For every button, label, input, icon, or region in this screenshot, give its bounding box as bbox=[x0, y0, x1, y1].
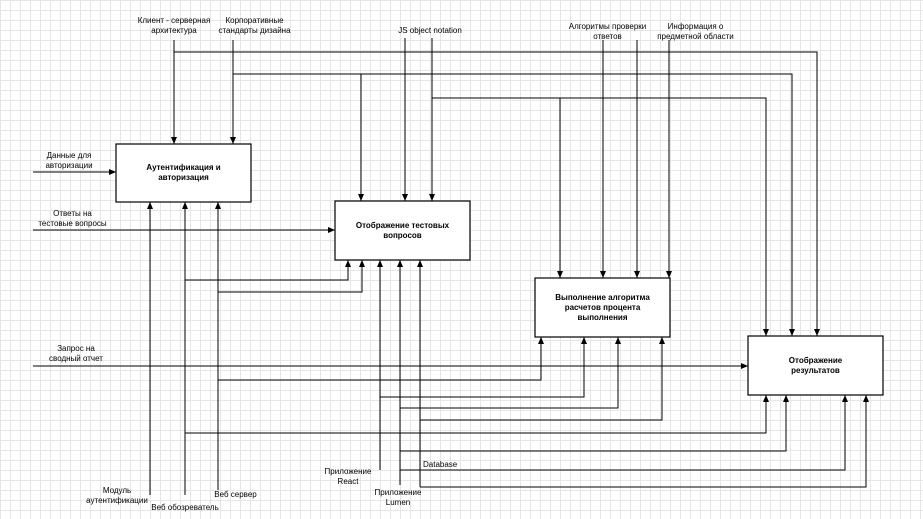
arrow-database-to-algo bbox=[420, 337, 665, 421]
label-browser: Веб обозреватель bbox=[151, 503, 219, 512]
arrow-lumen-to-results bbox=[400, 395, 789, 452]
tests-block[interactable] bbox=[334, 200, 471, 261]
arrow-lumen-to-algo bbox=[400, 337, 621, 409]
tests-block-title: Отображение тестовых вопросов bbox=[355, 220, 450, 240]
arrow-client-server-to-results bbox=[174, 51, 820, 336]
label-corp-design: Корпоративные стандарты дизайна bbox=[218, 16, 291, 35]
arrow-browser-to-tests bbox=[185, 260, 351, 281]
arrow-react-to-algo bbox=[380, 337, 587, 398]
arrow-json-to-results bbox=[432, 97, 769, 336]
label-check-algos: Алгоритмы проверки ответов bbox=[568, 22, 647, 41]
auth-block[interactable] bbox=[115, 143, 252, 203]
arrow-web-server-to-algo bbox=[218, 337, 544, 381]
label-database: Database bbox=[423, 460, 458, 469]
label-json: JS object notation bbox=[398, 26, 462, 35]
label-auth-data: Данные для авторизации bbox=[45, 151, 93, 170]
label-lumen-app: Приложение Lumen bbox=[374, 488, 422, 507]
arrow-browser-to-results bbox=[185, 395, 769, 434]
auth-block-title: Аутентификация и авторизация bbox=[146, 163, 221, 182]
arrow-design-to-tests bbox=[233, 73, 364, 201]
label-report-request: Запрос на сводный отчет bbox=[49, 344, 103, 363]
arrow-design-to-results bbox=[361, 73, 795, 336]
algo-block-title: Выполнение алгоритма расчетов процента в… bbox=[555, 292, 650, 322]
label-domain-info: Информация о предметной области bbox=[657, 22, 734, 41]
arrow-web-server-to-tests bbox=[218, 260, 365, 293]
label-auth-module: Модуль аутентификации bbox=[86, 486, 148, 505]
arrow-database-to-results bbox=[400, 395, 848, 471]
label-react-app: Приложение React bbox=[324, 467, 372, 486]
results-block[interactable] bbox=[747, 335, 884, 396]
results-block-title: Отображение результатов bbox=[788, 355, 843, 375]
label-answers: Ответы на тестовые вопросы bbox=[38, 209, 107, 228]
label-web-server: Веб сервер bbox=[214, 490, 257, 499]
arrow-database-to-results-2 bbox=[420, 395, 869, 488]
label-client-server: Клиент - серверная архитектура bbox=[137, 16, 211, 35]
